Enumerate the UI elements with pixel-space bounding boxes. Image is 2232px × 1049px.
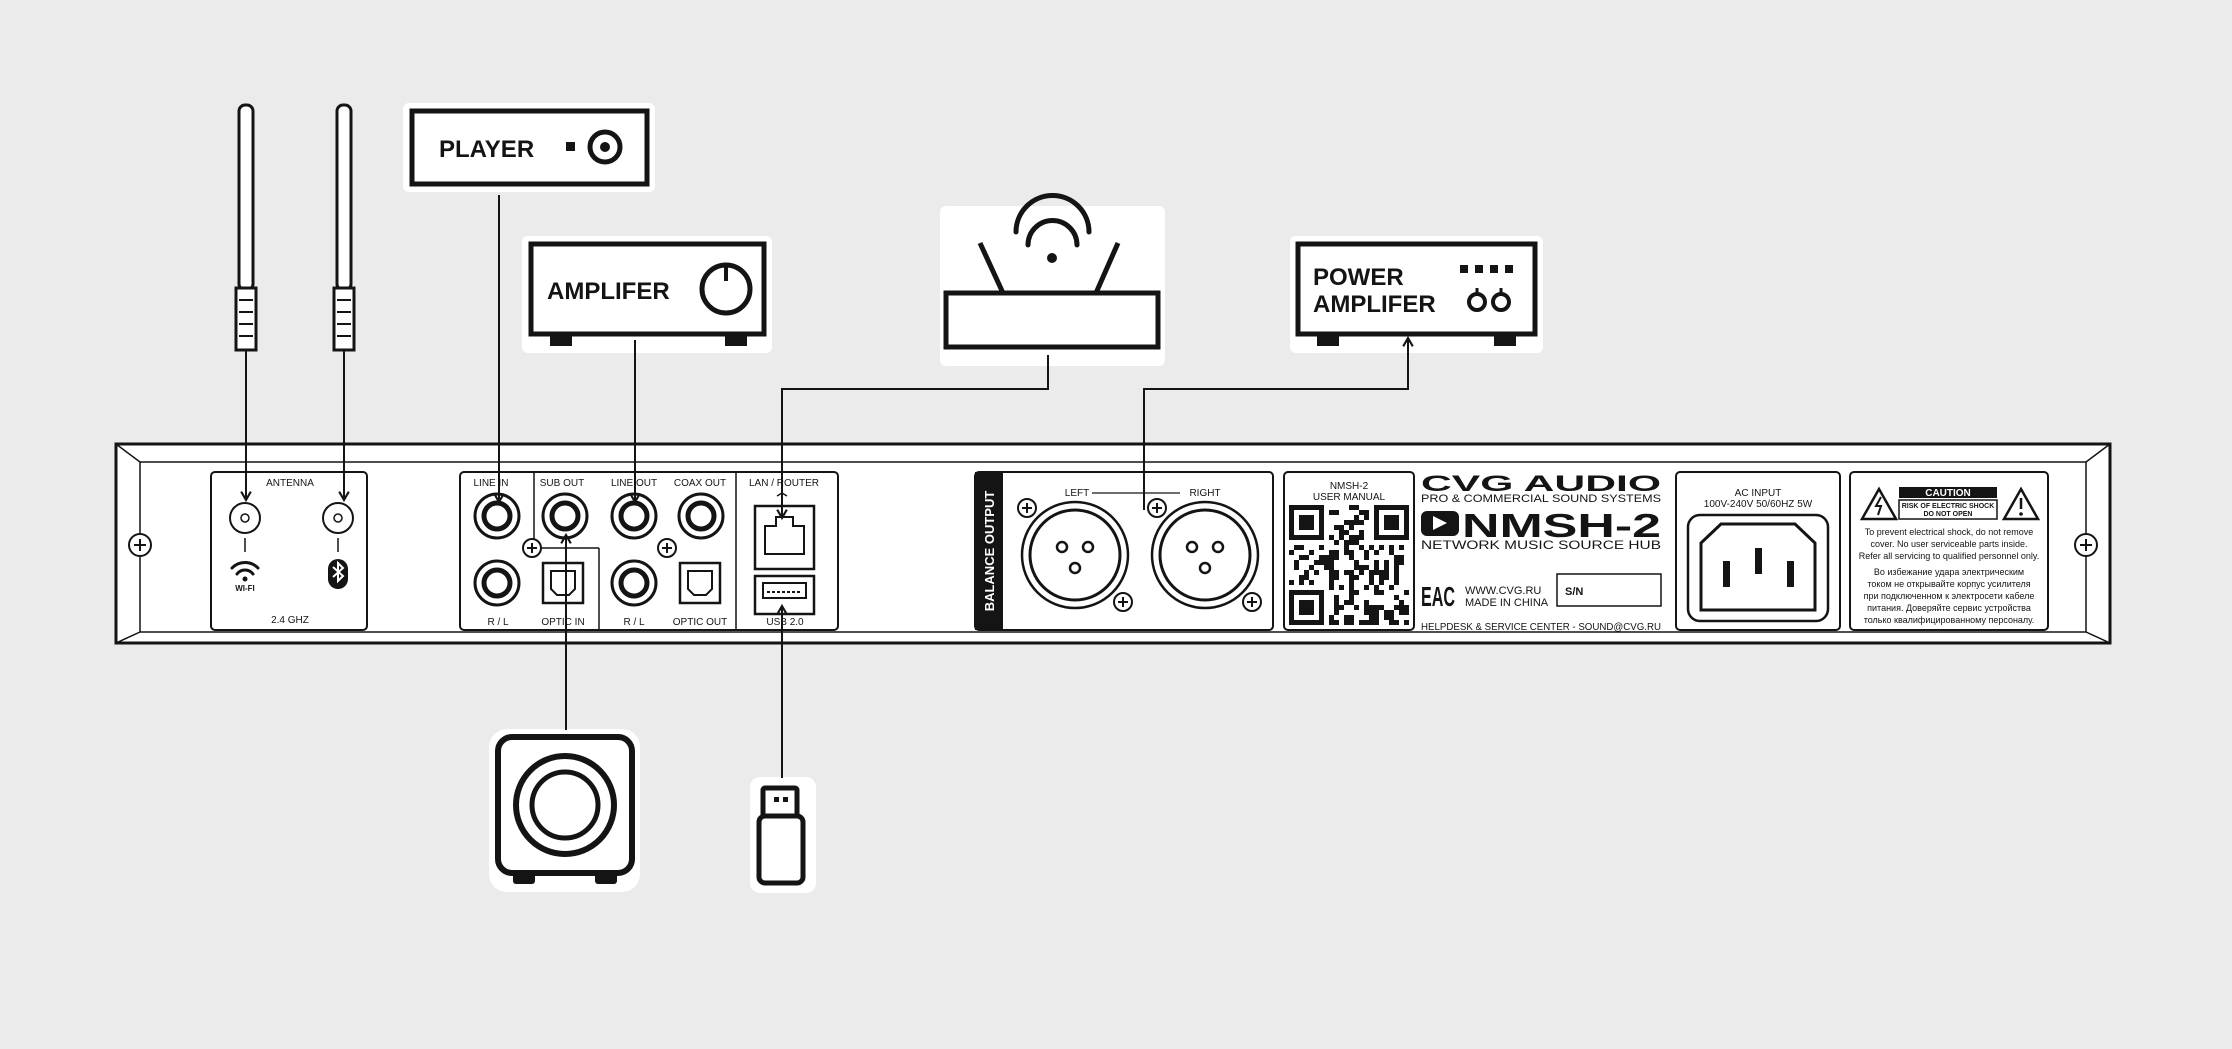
caution-en-1: To prevent electrical shock, do not remo… <box>1865 527 2034 537</box>
line-in-r-jack[interactable] <box>473 492 521 540</box>
xlr-right-output[interactable] <box>1150 500 1260 610</box>
ac-input-section: AC INPUT 100V-240V 50/60HZ 5W <box>1675 471 1841 631</box>
caution-ru-1: Во избежание удара электрическим <box>1874 567 2024 577</box>
mount-screw-icon <box>128 533 152 557</box>
screw-icon <box>657 538 677 558</box>
optic-in-port[interactable] <box>541 561 585 605</box>
manual-line-1: NMSH-2 <box>1330 481 1369 492</box>
manual-line-2: USER MANUAL <box>1313 492 1386 503</box>
amplifier-label: AMPLIFER <box>547 278 670 305</box>
optic-out-label: OPTIC OUT <box>673 617 727 628</box>
power-amp-label-1: POWER <box>1313 264 1404 291</box>
svg-text:CVG AUDIO: CVG AUDIO <box>1421 471 1661 496</box>
power-amplifier-device: POWER AMPLIFER <box>1290 236 1543 353</box>
player-device: PLAYER <box>403 103 655 192</box>
coax-out-label: COAX OUT <box>674 478 726 489</box>
cvg-audio-logo: CVG AUDIO <box>1421 471 1661 496</box>
xlr-left-output[interactable] <box>1020 500 1130 610</box>
speaker-cone-icon <box>513 753 617 857</box>
optic-out-port[interactable] <box>678 561 722 605</box>
svg-text:S/N: S/N <box>1565 586 1583 598</box>
shock-warning-icon <box>1859 486 1899 521</box>
line-in-label: LINE IN <box>473 478 508 489</box>
subwoofer-device <box>489 729 640 892</box>
caution-ru-2: током не открывайте корпус усилителя <box>1867 579 2030 589</box>
balance-output-title: BALANCE OUTPUT <box>982 491 997 612</box>
screw-icon <box>522 538 542 558</box>
screw-icon <box>1242 592 1262 612</box>
line-out-l-jack[interactable] <box>610 559 658 607</box>
cable-router-lan <box>776 355 1049 521</box>
exclamation-warning-icon <box>2001 486 2041 521</box>
bluetooth-icon <box>328 559 348 589</box>
mount-screw-icon <box>2074 533 2098 557</box>
brand-tagline: PRO & COMMERCIAL SOUND SYSTEMS <box>1421 493 1661 505</box>
caution-title: CAUTION <box>1925 488 1971 499</box>
usb-label: USB 2.0 <box>766 617 804 628</box>
made-in: MADE IN CHINA <box>1465 597 1549 609</box>
rl-label-2: R / L <box>623 617 645 628</box>
ac-input-label: AC INPUT <box>1735 488 1782 499</box>
qr-code[interactable] <box>1289 505 1409 625</box>
bluetooth-antenna <box>332 103 356 352</box>
antenna-title: ANTENNA <box>266 478 314 489</box>
lan-router-label: LAN / ROUTER <box>749 478 819 489</box>
left-label: LEFT <box>1065 488 1089 499</box>
caution-section: CAUTION RISK OF ELECTRIC SHOCK DO NOT OP… <box>1849 471 2049 631</box>
screw-icon <box>1147 498 1167 518</box>
player-label: PLAYER <box>439 136 534 163</box>
ac-input-spec: 100V-240V 50/60HZ 5W <box>1704 499 1813 510</box>
usb-port[interactable] <box>753 574 816 616</box>
line-out-r-jack[interactable] <box>610 492 658 540</box>
wifi-icon <box>230 561 260 576</box>
play-icon <box>1433 516 1447 530</box>
eac-mark: EAC <box>1421 581 1455 612</box>
iec-power-socket[interactable] <box>1686 513 1830 623</box>
manual-qr-section: NMSH-2 USER MANUAL <box>1283 471 1415 631</box>
wifi-signal-icon <box>1013 193 1092 248</box>
right-label: RIGHT <box>1189 488 1220 499</box>
wifi-label: WI-FI <box>235 584 255 593</box>
caution-ru-5: только квалифицированному персоналу. <box>1864 615 2035 625</box>
caution-sub-1: RISK OF ELECTRIC SHOCK <box>1902 503 1995 510</box>
usb-flash-drive <box>750 777 816 893</box>
power-amp-label-2: AMPLIFER <box>1313 291 1436 318</box>
screw-icon <box>1113 592 1133 612</box>
balance-output-section: BALANCE OUTPUT LEFT RIGHT <box>974 471 1274 631</box>
caution-en-2: cover. No user serviceable parts inside. <box>1870 539 2027 549</box>
screw-icon <box>1017 498 1037 518</box>
optic-in-label: OPTIC IN <box>541 617 584 628</box>
cable-xlr-power-amp <box>1143 335 1414 510</box>
caution-en-3: Refer all servicing to qualified personn… <box>1859 551 2039 561</box>
volume-knob-icon <box>699 262 753 316</box>
serial-number-field: S/N <box>1556 573 1662 607</box>
rl-label-1: R / L <box>487 617 509 628</box>
connection-cables <box>240 195 1414 778</box>
svg-text:NMSH-2: NMSH-2 <box>1462 507 1661 544</box>
bt-antenna-connector[interactable] <box>322 502 354 534</box>
brand-subtitle: NETWORK MUSIC SOURCE HUB <box>1421 538 1661 552</box>
caution-ru-3: при подключенном к электросети кабеле <box>1864 591 2035 601</box>
brand-section: CVG AUDIO PRO & COMMERCIAL SOUND SYSTEMS… <box>1421 471 1662 633</box>
caution-ru-4: питания. Доверяйте сервис устройства <box>1867 603 2031 613</box>
freq-label: 2.4 GHZ <box>271 615 309 626</box>
line-in-l-jack[interactable] <box>473 559 521 607</box>
wifi-antenna <box>234 103 258 352</box>
helpdesk: HELPDESK & SERVICE CENTER - SOUND@CVG.RU <box>1421 622 1661 633</box>
sub-out-jack[interactable] <box>541 492 589 540</box>
coax-out-jack[interactable] <box>677 492 725 540</box>
router-device <box>940 193 1165 366</box>
antenna-section: ANTENNA WI-FI 2.4 GHZ <box>210 471 368 631</box>
website: WWW.CVG.RU <box>1465 585 1541 597</box>
amplifier-device: AMPLIFER <box>522 236 772 353</box>
router-antenna <box>977 241 1006 295</box>
wifi-antenna-connector[interactable] <box>229 502 261 534</box>
sub-out-label: SUB OUT <box>540 478 584 489</box>
caution-sub-2: DO NOT OPEN <box>1923 511 1972 518</box>
disc-icon <box>587 129 623 165</box>
router-antenna <box>1093 241 1121 295</box>
nmsh-model-logo: NMSH-2 <box>1421 507 1661 544</box>
